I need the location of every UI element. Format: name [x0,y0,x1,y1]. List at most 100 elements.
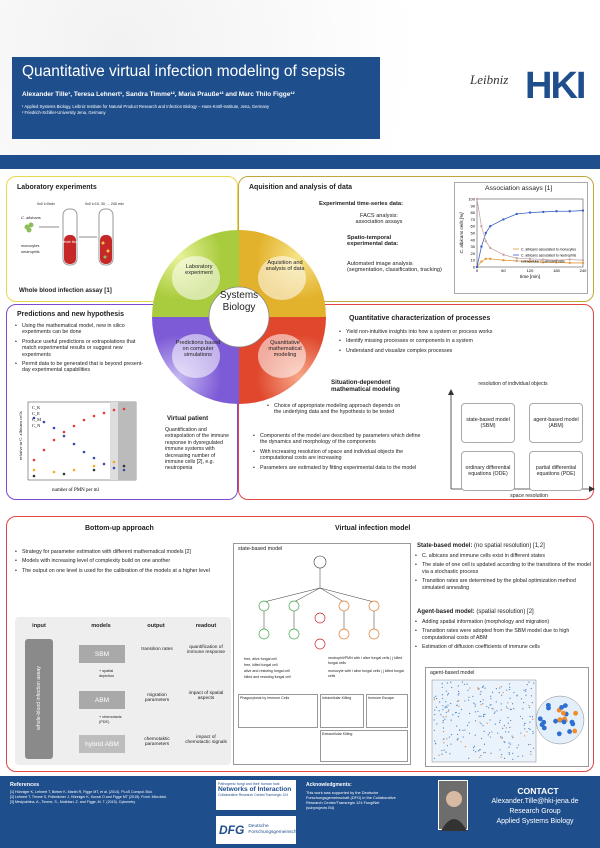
pred-bullet: Produce useful predictions or extrapolat… [15,339,149,358]
data-point [581,261,585,265]
agent-dot [458,712,460,714]
sbm-bullet: C. albicans and immune cells exist in di… [415,553,591,560]
agent-dot [484,713,486,715]
agent-dot [499,749,501,751]
agent-dot [510,708,512,711]
agent-dot [434,740,436,742]
lab-title: Laboratory experiments [17,184,97,191]
input-label: whole-blood infection assay [36,666,42,730]
agent-dot [445,701,447,703]
agent-dot [524,690,527,692]
agent-dot [530,751,532,753]
agent-dot [445,705,447,707]
acq-title: Aquisition and analysis of data [249,184,353,191]
sd-bullet: Choice of appropriate modeling approach … [267,403,409,416]
contact-email[interactable]: Alexander.Tille@hki-jena.de [491,798,579,805]
agent-dot [528,681,530,683]
col-head-readout: readout [195,623,217,629]
agent-dot [523,689,525,691]
data-point [528,211,532,214]
agent-dot [466,724,469,727]
agent-dot [532,730,534,733]
agent-dot [447,692,449,695]
agent-dot [509,726,511,729]
agent-dot [443,749,445,751]
zoom-cell [537,716,543,722]
affiliation-1: ¹ Applied Systems Biology, Leibniz Insti… [22,104,270,109]
y-tick-label: 40 [471,237,476,242]
x-tick-label: 60 [501,268,506,273]
agent-dot [489,736,491,738]
agent-dot [500,703,502,705]
agent-dot [462,736,464,738]
agent-dot [490,752,492,754]
agent-dot [479,721,481,723]
agent-dot [441,753,443,755]
agent-dot [520,698,522,700]
zoom-cell [556,731,562,737]
data-point [480,260,483,263]
data-point [568,261,571,265]
bottom-bullet: Models with increasing level of complexi… [15,558,223,565]
acq-st-title: Spatio-temporal experimental data: [347,235,399,247]
agent-dot [501,736,503,738]
acq-ts-title: Experimental time-series data: [319,201,404,207]
leibniz-logo: Leibniz [470,72,509,87]
abm-panel-label: agent-based model [430,670,475,676]
bottom-title: Bottom-up approach [85,525,154,532]
agent-dot [442,705,444,707]
agent-dot [530,753,532,755]
agent-dot [499,736,502,738]
agent-dot [508,683,511,685]
agent-dot [482,685,485,687]
agent-dot [504,741,506,743]
agent-dot [473,746,475,749]
vim-title: Virtual infection model [335,525,411,532]
agent-dot [484,687,486,689]
agent-dot [528,706,531,708]
agent-dot [479,693,481,695]
ref-item: [1] Hünniger K, Lehnert T, Bieber K, Mar… [10,790,153,794]
zoom-cell [539,722,545,728]
sbm-title-rest: (no spatial resolution) [1,2] [472,543,545,549]
agent-dot [450,733,453,736]
bottom-panel: Bottom-up approach Strategy for paramete… [6,516,594,772]
y-tick-label: 90 [471,203,476,208]
agent-dot [498,692,500,694]
agent-dot [457,690,460,693]
agent-dot [463,683,466,685]
agent-dot [530,687,532,690]
agent-dot [468,722,470,724]
agent-dot [435,706,438,708]
agent-dot [469,687,471,689]
agent-dot [509,688,511,691]
arrow1-label: + spatial depiction [99,669,115,678]
agent-dot [442,727,445,729]
agent-dot [490,704,492,706]
agent-dot [445,690,447,692]
agent-dot [468,696,470,698]
lab-t1: 0x0 t=10, 30, ... 240 min [85,202,124,206]
agent-dot [533,682,535,684]
agent-dot [464,729,466,731]
agent-dot [442,719,444,722]
sbm-legend-left: free, alive fungal cell free, killed fun… [244,656,324,680]
agent-dot [482,703,484,705]
agent-dot [523,724,525,726]
agent-dot [509,697,511,699]
agent-dot [450,719,452,721]
agent-dot [458,705,460,707]
agent-dot [475,751,477,753]
abm-figure: agent-based model [425,667,589,767]
ode-box: ordinary differential equations (ODE) [461,451,515,491]
agent-dot [483,752,485,754]
data-point [502,253,505,256]
agent-dot [445,711,447,714]
agent-dot [512,758,514,760]
agent-dot [449,753,451,755]
systems-biology-cycle [152,230,326,404]
data-point [555,210,558,213]
data-point [581,209,585,212]
sbm-bullets: C. albicans and immune cells exist in di… [415,553,591,594]
agent-dot [494,723,497,725]
